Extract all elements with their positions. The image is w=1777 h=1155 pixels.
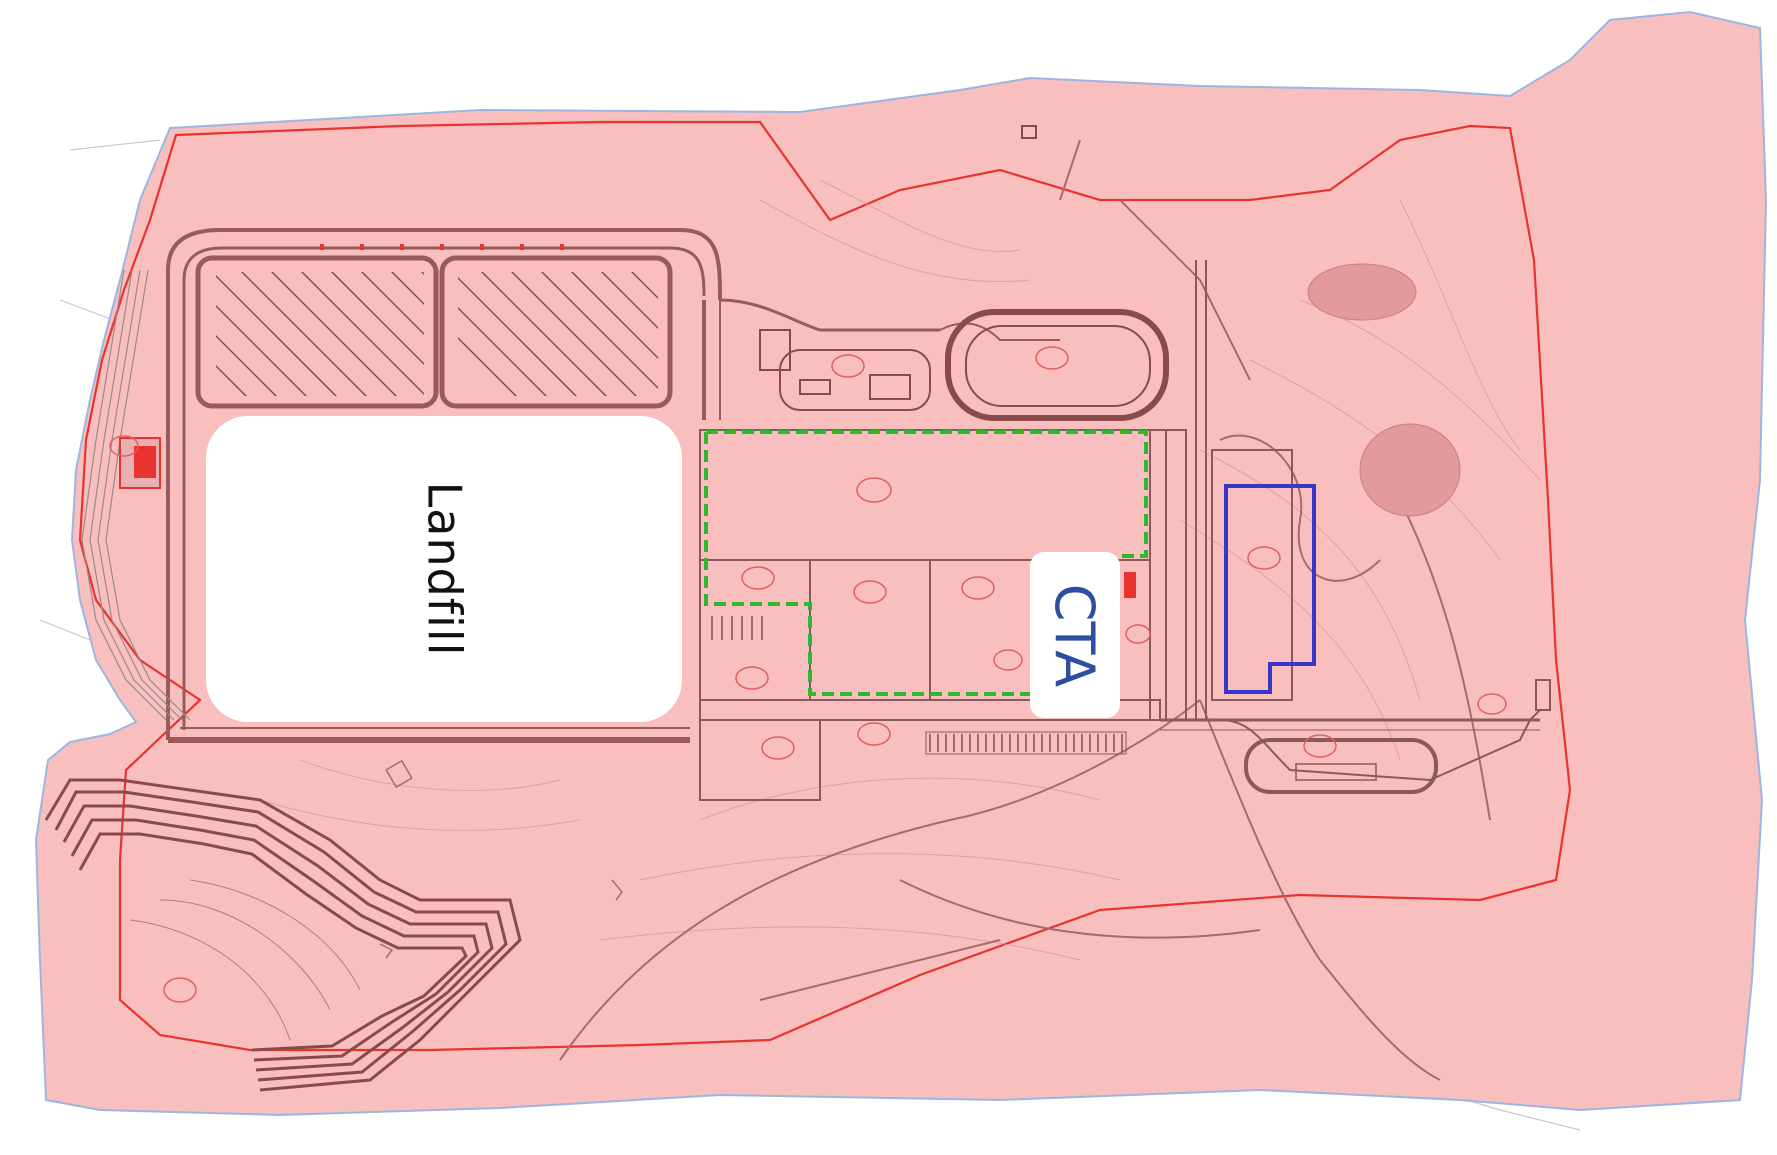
- circled-number-marker: [163, 977, 197, 1003]
- circled-number-marker: [853, 580, 887, 604]
- quarry-contours: [129, 879, 361, 1041]
- circled-number-marker: [993, 649, 1023, 671]
- trails: [559, 139, 1491, 1081]
- cta-label-box: CTA: [1030, 552, 1120, 718]
- pond-upper: [1307, 263, 1417, 321]
- circled-number-marker: [1303, 734, 1337, 758]
- stair-hatch: [711, 616, 1123, 752]
- green-zone-outline: [704, 430, 1148, 696]
- pond-lower: [1359, 423, 1461, 517]
- circled-number-marker: [857, 722, 891, 746]
- cta-label: CTA: [1043, 583, 1107, 687]
- terraced-quarry: [44, 778, 522, 1092]
- circled-number-marker: [961, 576, 995, 600]
- circled-number-marker: [1247, 546, 1281, 570]
- circled-number-marker: [735, 666, 769, 690]
- landfill-label-box: Landfill: [206, 416, 682, 722]
- circled-number-marker: [856, 477, 892, 503]
- landfill-label: Landfill: [417, 481, 471, 657]
- circled-number-marker: [1035, 346, 1069, 370]
- top-buildings: [759, 125, 1037, 411]
- circled-number-markers: [109, 346, 1507, 1003]
- terraced-slope-left: [81, 269, 191, 721]
- top-track: [945, 309, 1169, 421]
- perimeter-roads: [166, 228, 1060, 743]
- red-markers: [320, 244, 1136, 598]
- circled-number-marker: [1477, 693, 1507, 715]
- right-area: [1160, 260, 1551, 794]
- left-building-red: [134, 446, 156, 478]
- circled-number-marker: [831, 354, 865, 378]
- circled-number-marker: [761, 736, 795, 760]
- hatched-cells: [195, 255, 673, 409]
- property-boundary: [78, 120, 1572, 1052]
- blue-zone-outline: [1224, 484, 1316, 694]
- circled-number-marker: [741, 566, 775, 590]
- circled-number-marker: [109, 435, 139, 457]
- circled-number-marker: [1125, 624, 1151, 644]
